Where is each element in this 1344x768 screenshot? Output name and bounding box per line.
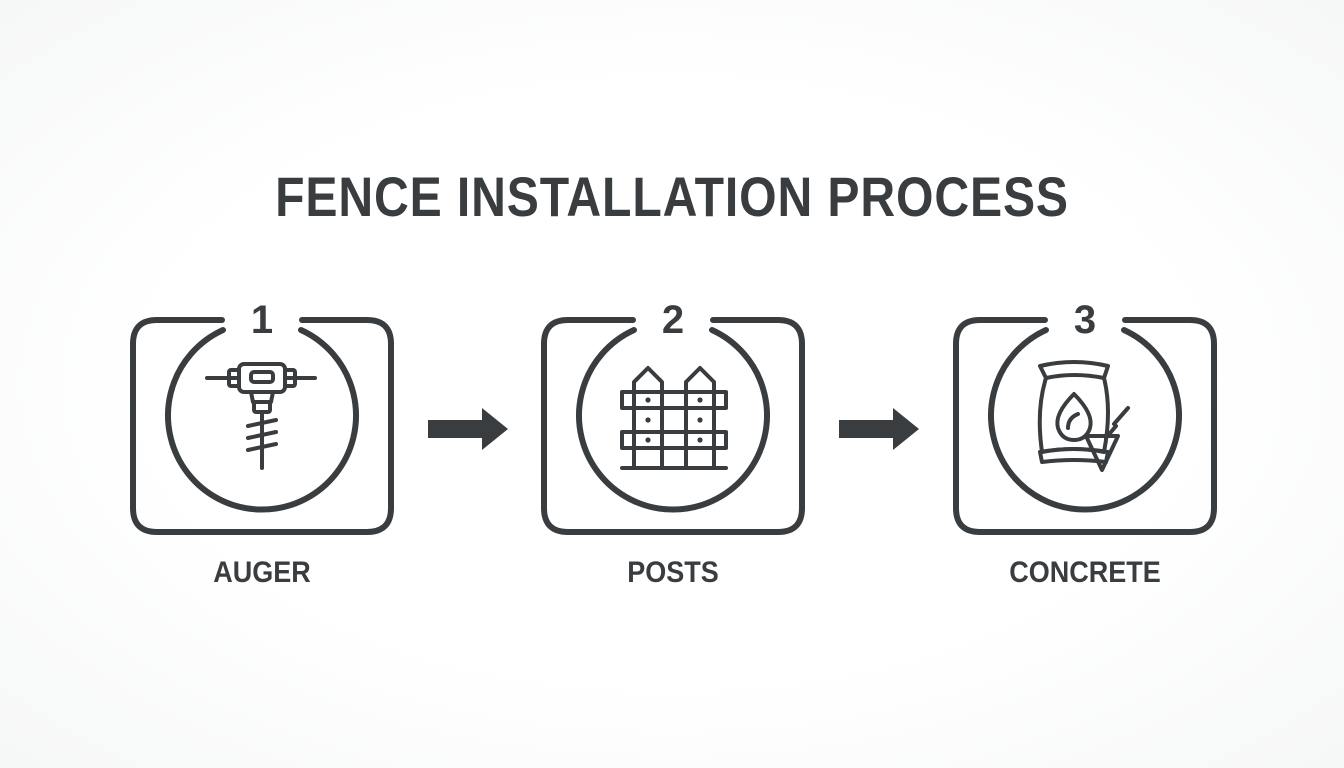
arrow-right-icon bbox=[839, 408, 919, 450]
step-3-frame bbox=[953, 317, 1217, 535]
step-1-label: AUGER bbox=[213, 556, 311, 589]
step-2-number: 2 bbox=[661, 298, 685, 342]
step-2-label: POSTS bbox=[627, 556, 719, 589]
fence-posts-icon bbox=[620, 366, 728, 470]
auger-icon bbox=[205, 362, 317, 470]
nail-dots bbox=[645, 397, 703, 443]
step-3-label: CONCRETE bbox=[1009, 556, 1161, 589]
diagram-title: FENCE INSTALLATION PROCESS bbox=[275, 165, 1069, 228]
arrow-right-icon bbox=[428, 408, 508, 450]
step-1-frame bbox=[130, 317, 394, 535]
step-3-number: 3 bbox=[1073, 298, 1097, 342]
step-1-number: 1 bbox=[250, 298, 274, 342]
step-1-card: 1 bbox=[127, 298, 397, 600]
step-2-card: 2 bbox=[538, 298, 808, 600]
concrete-bag-icon bbox=[1037, 360, 1130, 472]
step-2-frame bbox=[541, 317, 805, 535]
step-3-card: 3 bbox=[950, 298, 1220, 600]
